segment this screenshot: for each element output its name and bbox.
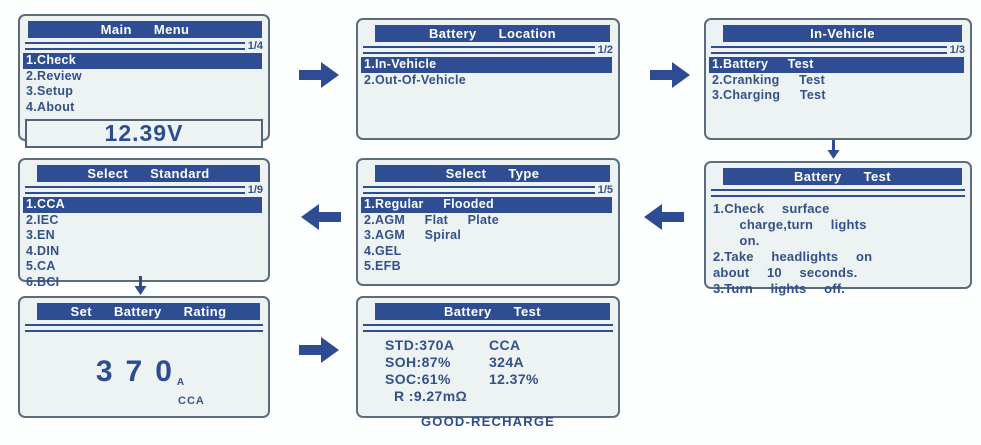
lcd-screen-select-type: Select Type 1/5 1.Regular Flooded 2.AGM … bbox=[356, 158, 620, 286]
result-label: SOC:61% bbox=[385, 371, 451, 387]
flow-arrow-right-icon bbox=[299, 62, 339, 88]
menu-item-din[interactable]: 4.DIN bbox=[26, 243, 60, 258]
menu-item-cca[interactable]: 1.CCA bbox=[23, 197, 262, 213]
divider-double-line bbox=[25, 324, 263, 332]
result-row-soh: SOH:87% 324A bbox=[385, 354, 615, 371]
flow-arrow-right-icon bbox=[299, 337, 339, 363]
result-row-soc: SOC:61% 12.37% bbox=[385, 371, 615, 388]
menu-item-efb[interactable]: 5.EFB bbox=[364, 259, 401, 273]
rating-unit: A bbox=[176, 377, 185, 388]
result-table: STD:370A CCA SOH:87% 324A SOC:61% 12.37%… bbox=[361, 337, 615, 405]
menu-item-charging-test[interactable]: 3.Charging Test bbox=[712, 88, 826, 102]
lcd-screen-select-standard: Select Standard 1/9 1.CCA 2.IEC 3.EN 4.D… bbox=[18, 158, 270, 289]
menu-list: 1.In-Vehicle 2.Out-Of-Vehicle bbox=[361, 57, 615, 88]
screen-title: Battery Test bbox=[723, 168, 962, 185]
divider-double-line bbox=[363, 186, 595, 194]
test-verdict: GOOD-RECHARGE bbox=[420, 414, 556, 429]
divider-double-line bbox=[25, 186, 245, 194]
instruction-line: on. bbox=[713, 233, 760, 248]
instruction-line: charge,turn lights bbox=[713, 217, 867, 232]
pagination: 1/5 bbox=[597, 183, 613, 196]
pagination-row: 1/4 bbox=[25, 39, 263, 52]
divider-double-line bbox=[711, 46, 947, 54]
instruction-list: 1.Check surface charge,turn lights on. 2… bbox=[709, 201, 967, 297]
lcd-screen-battery-location: Battery Location 1/2 1.In-Vehicle 2.Out-… bbox=[356, 18, 620, 140]
lcd-screen-in-vehicle: In-Vehicle 1/3 1.Battery Test 2.Cranking… bbox=[704, 18, 972, 140]
result-row-resistance: R :9.27mΩ bbox=[385, 388, 615, 405]
menu-list: 1.Check 2.Review 3.Setup 4.About bbox=[23, 53, 265, 115]
lcd-screen-battery-test-steps: Battery Test 1.Check surface charge,turn… bbox=[704, 161, 972, 296]
menu-item-review[interactable]: 2.Review bbox=[26, 68, 82, 83]
flow-arrow-down-icon bbox=[827, 140, 840, 159]
pagination-row: 1/5 bbox=[363, 183, 613, 196]
screen-title: Select Standard bbox=[37, 165, 260, 182]
screen-title: Battery Test bbox=[375, 303, 610, 320]
flow-arrow-left-icon bbox=[644, 204, 684, 230]
rating-editor[interactable]: 370A bbox=[23, 355, 265, 389]
instruction-line: about 10 seconds. bbox=[713, 265, 858, 280]
menu-item-battery-test[interactable]: 1.Battery Test bbox=[709, 57, 964, 73]
flow-arrow-down-icon bbox=[134, 276, 147, 295]
divider-double-line bbox=[25, 42, 245, 50]
instruction-line: 1.Check surface bbox=[713, 201, 830, 216]
pagination: 1/3 bbox=[949, 43, 965, 56]
pagination-row: 1/2 bbox=[363, 43, 613, 56]
screen-title: Select Type bbox=[375, 165, 610, 182]
instruction-line: 2.Take headlights on bbox=[713, 249, 873, 264]
menu-list: 1.CCA 2.IEC 3.EN 4.DIN 5.CA 6.BCI bbox=[23, 197, 265, 290]
screen-title: Main Menu bbox=[28, 21, 262, 38]
instruction-line: 3.Turn lights off. bbox=[713, 281, 846, 296]
menu-item-cranking-test[interactable]: 2.Cranking Test bbox=[712, 72, 826, 87]
screen-title: Battery Location bbox=[375, 25, 610, 42]
result-label: SOH:87% bbox=[385, 354, 451, 370]
pagination-row: 1/9 bbox=[25, 183, 263, 196]
menu-item-bci[interactable]: 6.BCI bbox=[26, 274, 60, 289]
result-value: CCA bbox=[489, 337, 521, 353]
result-label: STD:370A bbox=[385, 337, 455, 353]
rating-standard: CCA bbox=[178, 395, 205, 407]
menu-item-agm-spiral[interactable]: 3.AGM Spiral bbox=[364, 228, 462, 242]
lcd-screen-main-menu: Main Menu 1/4 1.Check 2.Review 3.Setup 4… bbox=[18, 14, 270, 148]
pagination: 1/4 bbox=[247, 39, 263, 52]
divider-row bbox=[25, 323, 263, 333]
lcd-screen-battery-test-result: Battery Test STD:370A CCA SOH:87% 324A S… bbox=[356, 296, 620, 429]
menu-item-regular-flooded[interactable]: 1.Regular Flooded bbox=[361, 197, 612, 213]
result-value: 324A bbox=[489, 354, 525, 370]
menu-item-iec[interactable]: 2.IEC bbox=[26, 212, 59, 227]
flow-arrow-right-icon bbox=[650, 62, 690, 88]
pagination: 1/9 bbox=[247, 183, 263, 196]
menu-item-ca[interactable]: 5.CA bbox=[26, 259, 56, 273]
menu-item-agm-flat-plate[interactable]: 2.AGM Flat Plate bbox=[364, 212, 499, 227]
menu-item-setup[interactable]: 3.Setup bbox=[26, 84, 74, 98]
lcd-screen-set-battery-rating: Set Battery Rating 370A CCA bbox=[18, 296, 270, 418]
rating-value[interactable]: 370 bbox=[95, 355, 185, 388]
pagination: 1/2 bbox=[597, 43, 613, 56]
menu-item-en[interactable]: 3.EN bbox=[26, 228, 55, 242]
screen-title: In-Vehicle bbox=[723, 25, 962, 42]
divider-row bbox=[711, 188, 965, 198]
menu-item-out-of-vehicle[interactable]: 2.Out-Of-Vehicle bbox=[364, 72, 467, 87]
divider-double-line bbox=[363, 324, 613, 332]
menu-list: 1.Battery Test 2.Cranking Test 3.Chargin… bbox=[709, 57, 967, 104]
menu-list: 1.Regular Flooded 2.AGM Flat Plate 3.AGM… bbox=[361, 197, 615, 275]
pagination-row: 1/3 bbox=[711, 43, 965, 56]
menu-item-gel[interactable]: 4.GEL bbox=[364, 243, 402, 258]
menu-item-about[interactable]: 4.About bbox=[26, 99, 75, 114]
menu-item-in-vehicle[interactable]: 1.In-Vehicle bbox=[361, 57, 612, 73]
divider-row bbox=[363, 323, 613, 333]
screen-title: Set Battery Rating bbox=[37, 303, 260, 320]
result-row-std: STD:370A CCA bbox=[385, 337, 615, 354]
flow-arrow-left-icon bbox=[301, 204, 341, 230]
menu-item-check[interactable]: 1.Check bbox=[23, 53, 262, 69]
divider-double-line bbox=[363, 46, 595, 54]
divider-double-line bbox=[711, 189, 965, 197]
result-value: 12.37% bbox=[489, 371, 539, 387]
result-label: R :9.27mΩ bbox=[394, 388, 468, 404]
voltage-readout: 12.39V bbox=[25, 119, 263, 148]
